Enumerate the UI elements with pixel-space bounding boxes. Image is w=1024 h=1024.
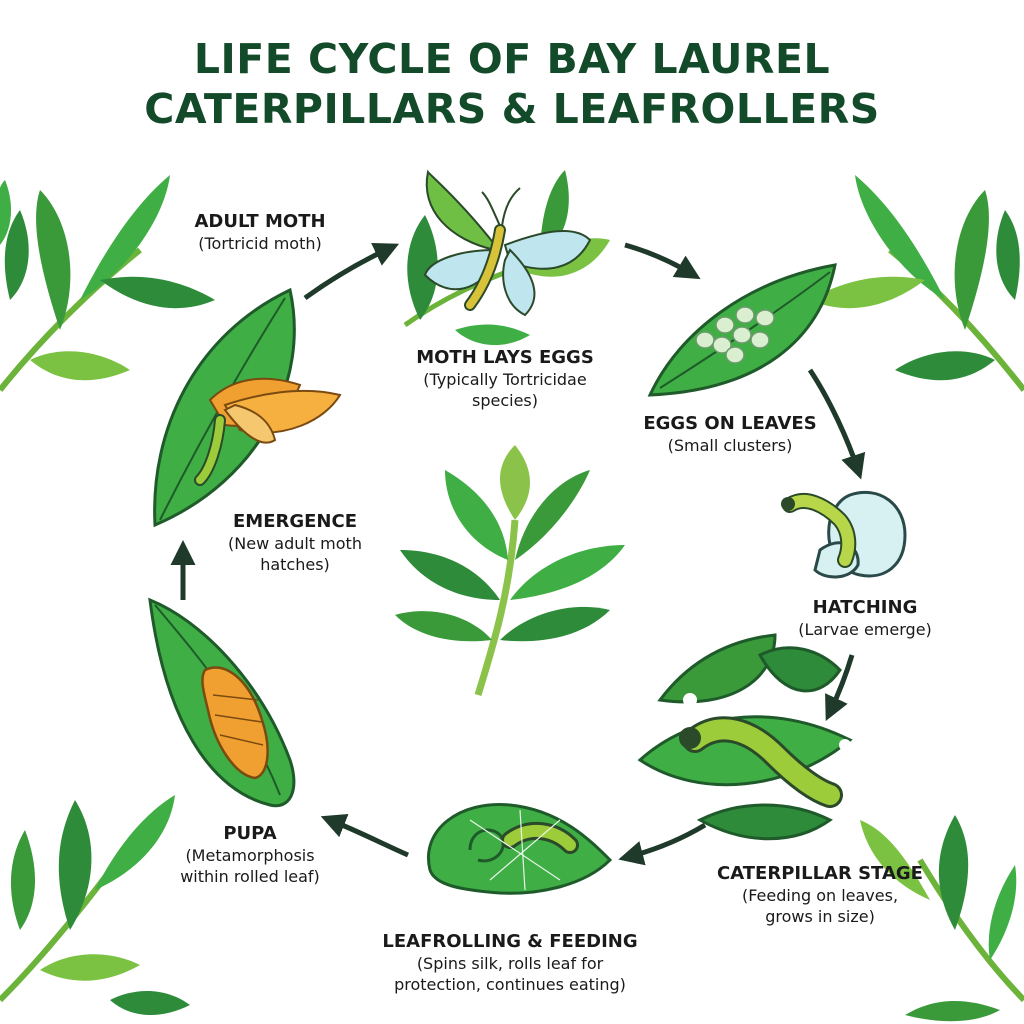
- stage-description: (Typically Tortricidae: [423, 370, 587, 389]
- stage-description: (Metamorphosis: [185, 846, 315, 865]
- rolled-leaf-larva-icon: [427, 802, 613, 895]
- stage-name: CATERPILLAR STAGE: [717, 863, 923, 884]
- title-line-1: LIFE CYCLE OF BAY LAUREL: [193, 35, 831, 83]
- label-emergence: EMERGENCE (New adult moth hatches): [210, 510, 380, 575]
- stage-description: (Small clusters): [667, 436, 793, 455]
- corner-sprig-top-left-icon: [0, 175, 215, 392]
- title-line-2: CATERPILLARS & LEAFROLLERS: [144, 85, 880, 133]
- stage-description: species): [472, 391, 538, 410]
- arrow-leafroll-to-pupa: [320, 813, 409, 858]
- stage-description: (Spins silk, rolls leaf for: [416, 954, 604, 973]
- arrow-hatching-to-caterpillar: [825, 654, 855, 722]
- label-adult-moth: ADULT MOTH (Tortricid moth): [170, 210, 350, 254]
- label-hatching: HATCHING (Larvae emerge): [765, 596, 965, 640]
- label-leafrolling-feeding: LEAFROLLING & FEEDING (Spins silk, rolls…: [360, 930, 660, 995]
- arrow-adult-to-eggs: [303, 243, 400, 301]
- stage-name: HATCHING: [812, 597, 918, 618]
- stage-name: PUPA: [223, 823, 277, 844]
- stage-description: (Feeding on leaves,: [741, 886, 899, 905]
- stage-description: grows in size): [765, 907, 875, 926]
- stage-name: EMERGENCE: [232, 511, 357, 532]
- stage-description: (New adult moth: [228, 534, 362, 553]
- page-title: LIFE CYCLE OF BAY LAUREL CATERPILLARS & …: [0, 34, 1024, 134]
- emerging-moth-on-leaf-icon: [153, 287, 342, 528]
- arrow-leaves-to-hatching: [807, 368, 866, 480]
- label-moth-lays-eggs: MOTH LAYS EGGS (Typically Tortricidae sp…: [380, 346, 630, 411]
- corner-sprig-bottom-left-icon: [0, 795, 190, 1016]
- stage-description: within rolled leaf): [180, 867, 320, 886]
- eggs-on-leaf-icon: [647, 263, 837, 397]
- stage-name: EGGS ON LEAVES: [643, 413, 817, 434]
- label-caterpillar-stage: CATERPILLAR STAGE (Feeding on leaves, gr…: [700, 862, 940, 927]
- stage-description: (Larvae emerge): [798, 620, 932, 639]
- arrow-eggs-to-leaves: [624, 242, 701, 280]
- label-eggs-on-leaves: EGGS ON LEAVES (Small clusters): [625, 412, 835, 456]
- stage-description: protection, continues eating): [394, 975, 626, 994]
- arrow-caterpillar-to-leafroll: [618, 822, 707, 866]
- cycle-arrows: [170, 242, 866, 866]
- center-bay-laurel-sprig-icon: [395, 445, 625, 697]
- corner-sprig-top-right-icon: [810, 175, 1024, 392]
- caterpillar-on-leaves-icon: [637, 633, 853, 841]
- stage-name: ADULT MOTH: [194, 211, 326, 232]
- stage-description: hatches): [260, 555, 330, 574]
- pupa-in-leaf-icon: [148, 597, 296, 808]
- stage-name: MOTH LAYS EGGS: [416, 347, 594, 368]
- moth-laying-eggs-icon: [403, 169, 610, 346]
- stage-description: (Tortricid moth): [198, 234, 322, 253]
- stage-name: LEAFROLLING & FEEDING: [382, 931, 638, 952]
- corner-sprig-bottom-right-icon: [860, 815, 1024, 1022]
- hatching-egg-larva-icon: [781, 490, 907, 579]
- label-pupa: PUPA (Metamorphosis within rolled leaf): [150, 822, 350, 887]
